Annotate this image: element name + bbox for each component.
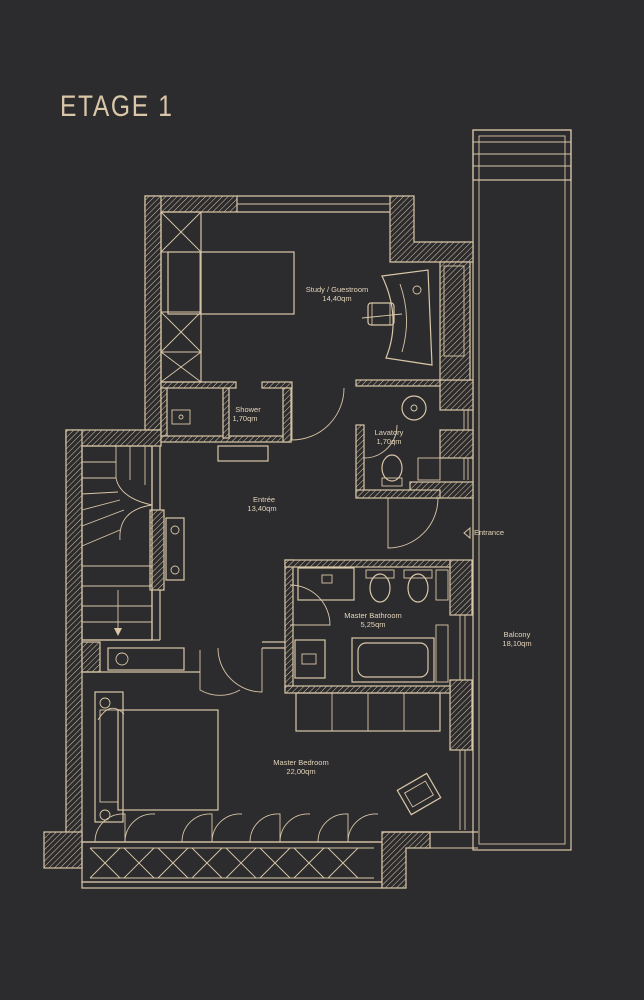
lavatory-fixtures — [381, 395, 441, 487]
shower-fixtures — [171, 409, 269, 462]
shower-area: 1,70qm — [232, 414, 257, 423]
bottom-wardrobe — [82, 813, 382, 879]
shower-label: Shower — [235, 405, 261, 414]
master-bathroom-area: 5,25qm — [360, 620, 385, 629]
staircase — [81, 445, 185, 641]
master-bedroom-label: Master Bedroom — [273, 758, 328, 767]
entrance-label: Entrance — [474, 528, 504, 537]
interior-walls — [81, 379, 451, 694]
lavatory-area: 1,70qm — [376, 437, 401, 446]
bathroom-fixtures — [294, 567, 449, 683]
entree-label: Entrée — [253, 495, 275, 504]
entree-area: 13,40qm — [247, 504, 276, 513]
bedroom-furniture — [94, 647, 442, 823]
entrance-arrow-icon — [463, 526, 471, 540]
study-area: 14,40qm — [322, 294, 351, 303]
floor-title: ETAGE 1 — [60, 90, 174, 123]
balcony — [459, 129, 572, 851]
exterior-walls — [43, 195, 478, 889]
study-label: Study / Guestroom — [306, 285, 369, 294]
lavatory-label: Lavatory — [375, 428, 404, 437]
balcony-area: 18,10qm — [502, 639, 531, 648]
master-bedroom-area: 22,00qm — [286, 767, 315, 776]
balcony-label: Balcony — [504, 630, 531, 639]
master-bathroom-label: Master Bathroom — [344, 611, 402, 620]
study-furniture — [160, 211, 433, 383]
